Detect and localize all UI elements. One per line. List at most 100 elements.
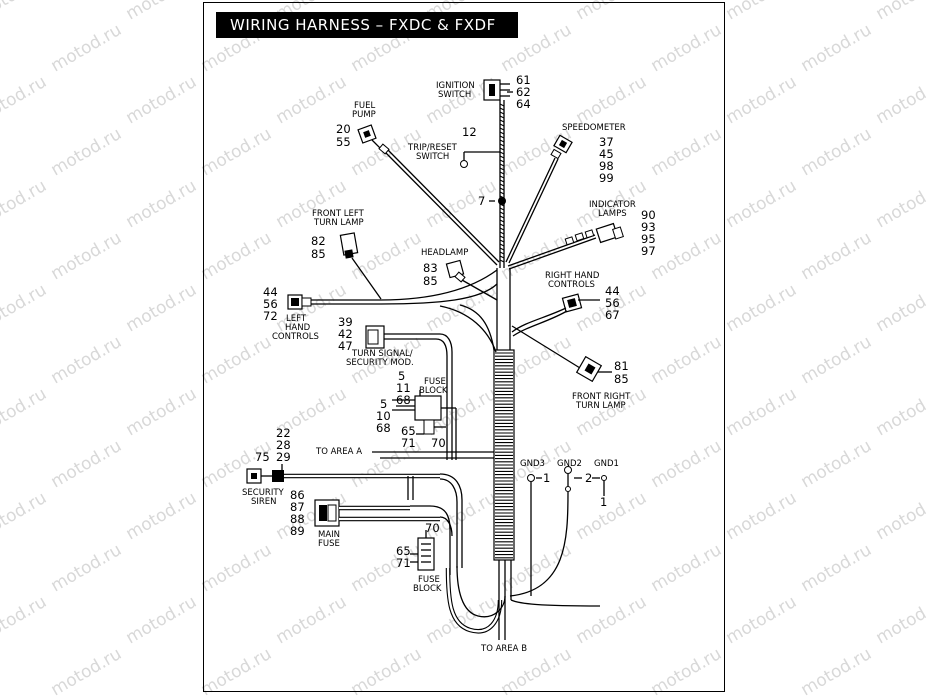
- fuse-bottom-num-65: 65: [401, 424, 416, 438]
- fuse-bottom-top-num: 70: [425, 521, 440, 535]
- speedometer-num-37: 37: [599, 135, 614, 149]
- siren-num-22: 22: [276, 426, 291, 440]
- left-hand-num-72: 72: [263, 309, 278, 323]
- main-harness-trunk: [493, 100, 515, 600]
- fuel-pump-num-55: 55: [336, 135, 351, 149]
- gnd-item1-left: 1: [543, 471, 550, 485]
- spine-hatch-line: [499, 207, 505, 211]
- spine-hatch-line: [499, 139, 505, 143]
- ignition-num-64: 64: [516, 97, 531, 111]
- indicator-num-90: 90: [641, 208, 656, 222]
- speedometer-num-99: 99: [599, 171, 614, 185]
- spine-hatch-line: [499, 179, 505, 183]
- fuel-pump-label: FUEL: [354, 101, 375, 111]
- trip-reset-switch: [460, 151, 500, 168]
- spine-hatch-line: [499, 215, 505, 219]
- siren-num-75: 75: [255, 450, 270, 464]
- fuse-block-top-label: FUSE: [424, 377, 446, 387]
- fuse-left-num-10: 10: [376, 409, 391, 423]
- right-hand-controls-connector: [511, 293, 600, 337]
- fuse-block-bottom-label-2: BLOCK: [413, 584, 442, 594]
- gnd3-label: GND3: [520, 459, 545, 469]
- front-right-turn-label: FRONT RIGHT: [572, 392, 631, 402]
- speedometer-connector: [550, 134, 573, 160]
- headlamp-label: HEADLAMP: [421, 248, 468, 258]
- left-hand-controls-connector: [287, 269, 498, 310]
- indicator-lamps-connector: [507, 222, 624, 270]
- indicator-lamps-label-2: LAMPS: [598, 209, 627, 219]
- front-right-num-81: 81: [614, 359, 629, 373]
- indicator-num-97: 97: [641, 244, 656, 258]
- left-hand-num-56: 56: [263, 297, 278, 311]
- main-fuse-num-89: 89: [290, 524, 305, 538]
- spine-hatch-line: [499, 147, 505, 151]
- spine-hatch-line: [499, 111, 505, 115]
- fuse-block-top: [392, 390, 457, 460]
- to-area-a-wires: [372, 451, 494, 459]
- indicator-num-93: 93: [641, 220, 656, 234]
- fuse-top-num-5: 5: [398, 369, 405, 383]
- front-left-num-82: 82: [311, 234, 326, 248]
- ignition-switch-label-2: SWITCH: [438, 90, 471, 100]
- turn-signal-num-42: 42: [338, 327, 353, 341]
- gnd-item2: 2: [585, 471, 592, 485]
- right-hand-num-44: 44: [605, 284, 620, 298]
- spine-hatch-line: [499, 259, 505, 263]
- gnd1-label: GND1: [594, 459, 619, 469]
- right-hand-label: RIGHT HAND: [545, 271, 600, 281]
- item-7-num: 7: [478, 194, 485, 208]
- fuel-pump-label-2: PUMP: [352, 110, 376, 120]
- security-siren-connector: [246, 468, 463, 568]
- indicator-num-95: 95: [641, 232, 656, 246]
- ground-2: [509, 466, 582, 597]
- spine-hatch-line: [499, 231, 505, 235]
- front-right-turn-lamp-connector: [511, 325, 612, 383]
- headlamp-connector: [445, 259, 498, 301]
- front-right-num-85: 85: [614, 372, 629, 386]
- diagram-frame: [203, 2, 725, 692]
- spine-hatch-line: [499, 183, 505, 187]
- left-hand-label-2: HAND: [285, 323, 311, 333]
- main-fuse-label: MAIN: [318, 530, 340, 540]
- to-area-b-label: TO AREA B: [480, 644, 527, 654]
- fuse-left-num-68: 68: [376, 421, 391, 435]
- fuse-bottom-left-num-71: 71: [396, 556, 411, 570]
- item-7-grommet: [489, 197, 506, 205]
- spine-hatch-line: [499, 103, 505, 107]
- gnd-item1-right: 1: [600, 495, 607, 509]
- spine-hatch-line: [499, 223, 505, 227]
- spine-hatch-line: [499, 235, 505, 239]
- fuse-right-num-70: 70: [431, 436, 446, 450]
- main-fuse-label-2: FUSE: [318, 539, 340, 549]
- spine-hatch-line: [499, 167, 505, 171]
- ignition-num-62: 62: [516, 85, 531, 99]
- main-fuse-num-86: 86: [290, 488, 305, 502]
- spine-hatch-line: [499, 243, 505, 247]
- spine-hatch-line: [499, 187, 505, 191]
- spine-hatch-line: [499, 127, 505, 131]
- spine-hatch-line: [499, 115, 505, 119]
- spine-hatch-line: [499, 135, 505, 139]
- speedometer-num-45: 45: [599, 147, 614, 161]
- spine-hatch-line: [499, 211, 505, 215]
- indicator-lamps-label: INDICATOR: [589, 200, 636, 210]
- turn-signal-security-module: [365, 325, 453, 460]
- left-hand-num-44: 44: [263, 285, 278, 299]
- spine-hatch-line: [499, 151, 505, 155]
- spine-hatch-line: [499, 247, 505, 251]
- fuse-bottom-left-num-65: 65: [396, 544, 411, 558]
- spine-hatch-line: [499, 251, 505, 255]
- left-hand-label: LEFT: [286, 314, 307, 324]
- ignition-switch-label: IGNITION: [436, 81, 475, 91]
- ground-1: [592, 475, 607, 496]
- spine-hatch-line: [499, 227, 505, 231]
- spine-hatch-line: [499, 255, 505, 259]
- left-hand-label-3: CONTROLS: [272, 332, 319, 342]
- siren-num-28: 28: [276, 438, 291, 452]
- fuse-block-top-label-2: BLOCK: [419, 386, 448, 396]
- spine-hatch-line: [499, 219, 505, 223]
- front-left-turn-lamp-connector: [339, 232, 382, 300]
- ignition-num-61: 61: [516, 73, 531, 87]
- right-hand-num-67: 67: [605, 308, 620, 322]
